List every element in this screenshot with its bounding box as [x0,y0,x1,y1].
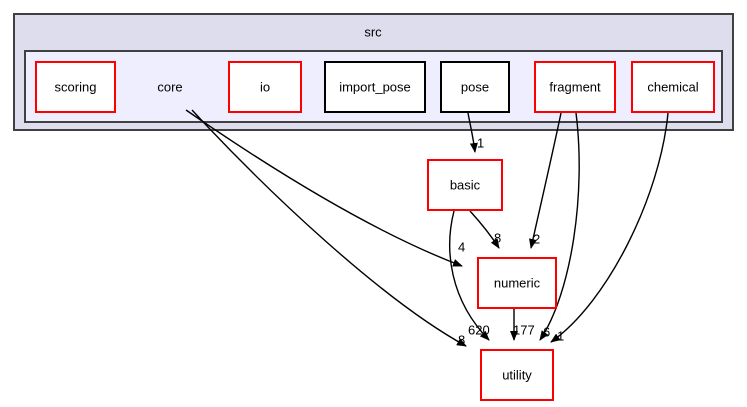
edge-basic-to-utility: 620 [449,210,490,341]
node-import-pose-label: import_pose [339,79,411,94]
edge-pose-to-basic: 1 [467,112,484,153]
edge-label-basic-utility: 620 [468,322,490,337]
node-pose-label: pose [461,79,489,94]
edge-label-chemical-utility: 1 [557,328,564,343]
edge-fragment-to-utility: 6 [539,112,580,341]
node-scoring[interactable]: scoring [35,61,116,113]
node-import-pose-box[interactable] [324,61,426,113]
node-chemical[interactable]: chemical [631,61,715,113]
node-pose[interactable]: pose [440,61,510,113]
node-chemical-box[interactable] [631,61,715,113]
edge-basic-to-numeric: 8 [469,210,501,249]
node-utility-label: utility [502,367,532,382]
edge-path-pose-basic [467,112,478,153]
node-io-box[interactable] [228,61,302,113]
node-utility[interactable]: utility [480,349,554,401]
node-scoring-box[interactable] [35,61,116,113]
edge-core-to-utility: 8 [191,109,467,347]
node-import-pose[interactable]: import_pose [324,61,426,113]
edge-path-fragment-numeric [529,112,562,249]
edge-label-core-numeric: 4 [458,239,465,254]
node-basic-box[interactable] [427,159,503,211]
edge-label-fragment-utility: 6 [543,324,550,339]
cluster-src-label: src [364,24,382,39]
node-numeric-label: numeric [494,275,541,290]
node-chemical-label: chemical [647,79,698,94]
node-basic-label: basic [450,177,481,192]
node-fragment-label: fragment [549,79,601,94]
node-io-label: io [260,79,270,94]
edge-path-core-numeric [185,109,463,267]
node-io[interactable]: io [228,61,302,113]
edge-label-numeric-utility: 177 [513,322,535,337]
edge-label-fragment-numeric: 2 [533,231,540,246]
edge-fragment-to-numeric: 2 [529,112,562,249]
node-numeric[interactable]: numeric [477,257,557,309]
edge-path-basic-utility [449,210,490,341]
cluster-core-label: core [157,79,182,94]
edge-chemical-to-utility: 1 [550,112,669,343]
edge-path-core-utility [191,109,467,347]
nodes-layer: scoring io import_pose pose fragment che [35,61,715,401]
edge-label-core-utility: 8 [458,332,465,347]
node-scoring-label: scoring [55,79,97,94]
node-numeric-box[interactable] [477,257,557,309]
node-pose-box[interactable] [440,61,510,113]
edge-label-pose-basic: 1 [477,135,484,150]
edges-layer: 1 4 8 2 620 177 [185,109,669,347]
edge-numeric-to-utility: 177 [510,308,535,341]
edge-path-basic-numeric [469,210,500,249]
edge-path-fragment-utility [539,112,580,341]
node-utility-box[interactable] [480,349,554,401]
node-fragment[interactable]: fragment [534,61,616,113]
edge-core-to-numeric: 4 [185,109,465,267]
node-basic[interactable]: basic [427,159,503,211]
edge-path-chemical-utility [550,112,669,343]
node-fragment-box[interactable] [534,61,616,113]
edge-label-basic-numeric: 8 [494,230,501,245]
